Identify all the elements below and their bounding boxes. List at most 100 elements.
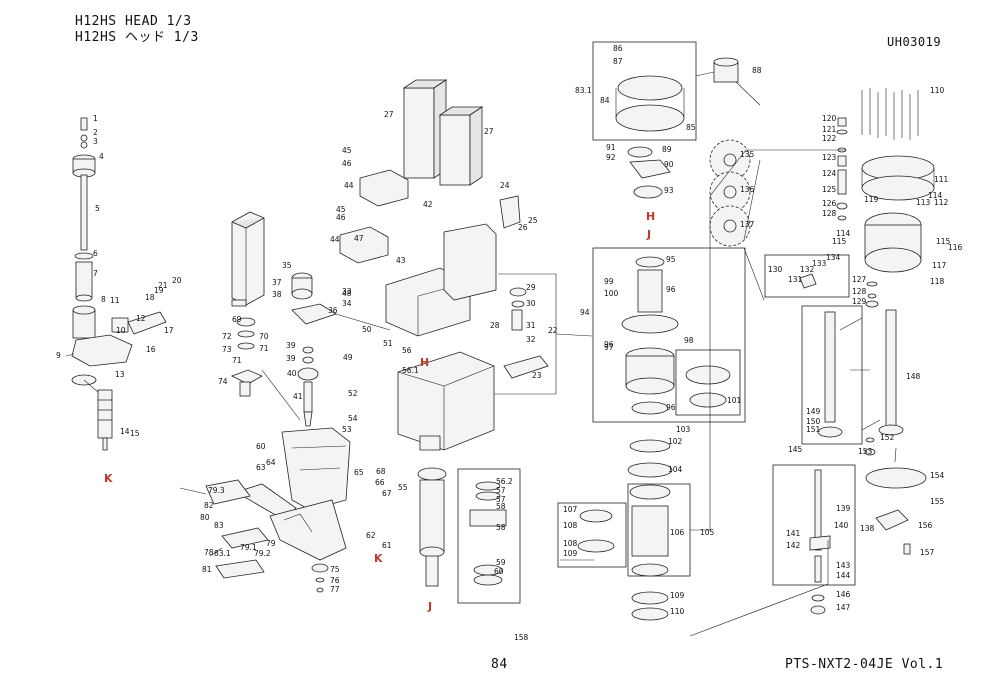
part-number-label: 62 xyxy=(366,531,376,540)
part-number-label: 44 xyxy=(344,181,354,190)
part-number-label: 46 xyxy=(342,159,352,168)
part-number-label: 109 xyxy=(563,549,578,558)
part-number-label: 17 xyxy=(164,326,174,335)
reference-mark: K xyxy=(104,472,113,485)
part-number-label: 147 xyxy=(836,603,851,612)
part-number-label: 10 xyxy=(116,326,126,335)
part-number-label: 95 xyxy=(666,255,676,264)
left-shaft-assembly xyxy=(65,117,167,451)
part-number-label: 81 xyxy=(202,565,212,574)
part-number-label: 59 xyxy=(496,558,506,567)
part-number-label: 46 xyxy=(336,213,346,222)
part-number-label: 131 xyxy=(788,275,803,284)
part-number-label: 114 xyxy=(928,191,943,200)
part-number-label: 39 xyxy=(286,341,296,350)
part-number-label: 84 xyxy=(600,96,610,105)
part-number-label: 45 xyxy=(342,146,352,155)
part-number-label: 72 xyxy=(222,332,232,341)
part-number-label: 157 xyxy=(920,548,935,557)
part-number-label: 148 xyxy=(906,372,921,381)
part-number-label: 83.1 xyxy=(575,86,592,95)
part-number-label: 105 xyxy=(700,528,715,537)
part-number-label: 76 xyxy=(330,576,340,585)
reference-mark: J xyxy=(646,228,651,241)
part-number-label: 153 xyxy=(858,447,873,456)
part-number-label: 33 xyxy=(342,287,352,296)
part-number-label: 93 xyxy=(664,186,674,195)
part-number-label: 7 xyxy=(93,269,98,278)
part-number-label: 128 xyxy=(822,209,837,218)
part-number-label: 55 xyxy=(398,483,408,492)
part-number-label: 124 xyxy=(822,169,837,178)
part-number-label: 57 xyxy=(496,486,506,495)
part-number-label: 91 xyxy=(606,143,616,152)
part-number-label: 45 xyxy=(336,205,346,214)
part-number-label: 41 xyxy=(293,392,303,401)
part-number-label: 98 xyxy=(684,336,694,345)
part-number-label: 79.1 xyxy=(240,543,257,552)
part-number-label: 110 xyxy=(670,607,685,616)
part-number-label: 73 xyxy=(222,345,232,354)
part-number-label: 122 xyxy=(822,134,837,143)
part-number-label: 38 xyxy=(272,290,282,299)
part-number-label: 100 xyxy=(604,289,619,298)
part-number-label: 52 xyxy=(348,389,358,398)
part-number-label: 56.2 xyxy=(496,477,513,486)
reference-mark: J xyxy=(427,600,432,613)
part-number-label: 32 xyxy=(526,335,536,344)
right-column-assembly xyxy=(764,88,935,615)
part-number-label: 11 xyxy=(110,296,120,305)
part-number-label: 108 xyxy=(563,521,578,530)
part-number-label: 143 xyxy=(836,561,851,570)
part-number-label: 145 xyxy=(788,445,803,454)
part-number-label: 134 xyxy=(826,253,841,262)
reference-mark: K xyxy=(374,552,383,565)
part-number-label: 79.3 xyxy=(208,486,225,495)
part-number-label: 96 xyxy=(604,340,614,349)
part-number-label: 36 xyxy=(328,306,338,315)
center-right-column xyxy=(557,41,761,621)
part-number-label: 104 xyxy=(668,465,683,474)
part-number-label: 26 xyxy=(518,223,528,232)
part-number-label: 15 xyxy=(130,429,140,438)
part-number-label: 111 xyxy=(934,175,949,184)
part-number-label: 12 xyxy=(136,314,146,323)
part-number-label: 127 xyxy=(852,275,867,284)
part-number-label: 70 xyxy=(259,332,269,341)
part-number-label: 115 xyxy=(832,237,847,246)
part-number-label: 89 xyxy=(662,145,672,154)
part-number-label: 132 xyxy=(800,265,815,274)
part-number-label: 25 xyxy=(528,216,538,225)
part-number-label: 13 xyxy=(115,370,125,379)
part-number-label: 83 xyxy=(214,521,224,530)
part-number-label: 144 xyxy=(836,571,851,580)
part-number-label: 27 xyxy=(484,127,494,136)
part-number-label: 90 xyxy=(664,160,674,169)
part-number-label: 66 xyxy=(375,478,385,487)
part-number-label: 58 xyxy=(496,523,506,532)
part-number-label: 64 xyxy=(266,458,276,467)
part-number-label: 103 xyxy=(676,425,691,434)
part-number-label: 136 xyxy=(740,185,755,194)
part-number-label: 115 xyxy=(936,237,951,246)
part-number-label: 1 xyxy=(93,114,98,123)
part-number-label: 79.2 xyxy=(254,549,271,558)
part-number-label: 139 xyxy=(836,504,851,513)
part-number-label: 61 xyxy=(382,541,392,550)
part-number-label: 35 xyxy=(282,261,292,270)
reference-mark: H xyxy=(646,210,655,223)
diagram-title-japanese: H12HS ヘッド 1/3 xyxy=(75,30,199,45)
part-number-label: 39 xyxy=(286,354,296,363)
part-number-label: 96 xyxy=(666,403,676,412)
part-number-label: 4 xyxy=(99,152,104,161)
part-number-label: 23 xyxy=(532,371,542,380)
part-number-label: 129 xyxy=(852,297,867,306)
part-number-label: 130 xyxy=(768,265,783,274)
part-number-label: 133 xyxy=(812,259,827,268)
part-number-label: 28 xyxy=(490,321,500,330)
part-number-label: 146 xyxy=(836,590,851,599)
part-number-label: 128 xyxy=(852,287,867,296)
part-number-label: 30 xyxy=(526,299,536,308)
part-number-label: 19 xyxy=(154,286,164,295)
